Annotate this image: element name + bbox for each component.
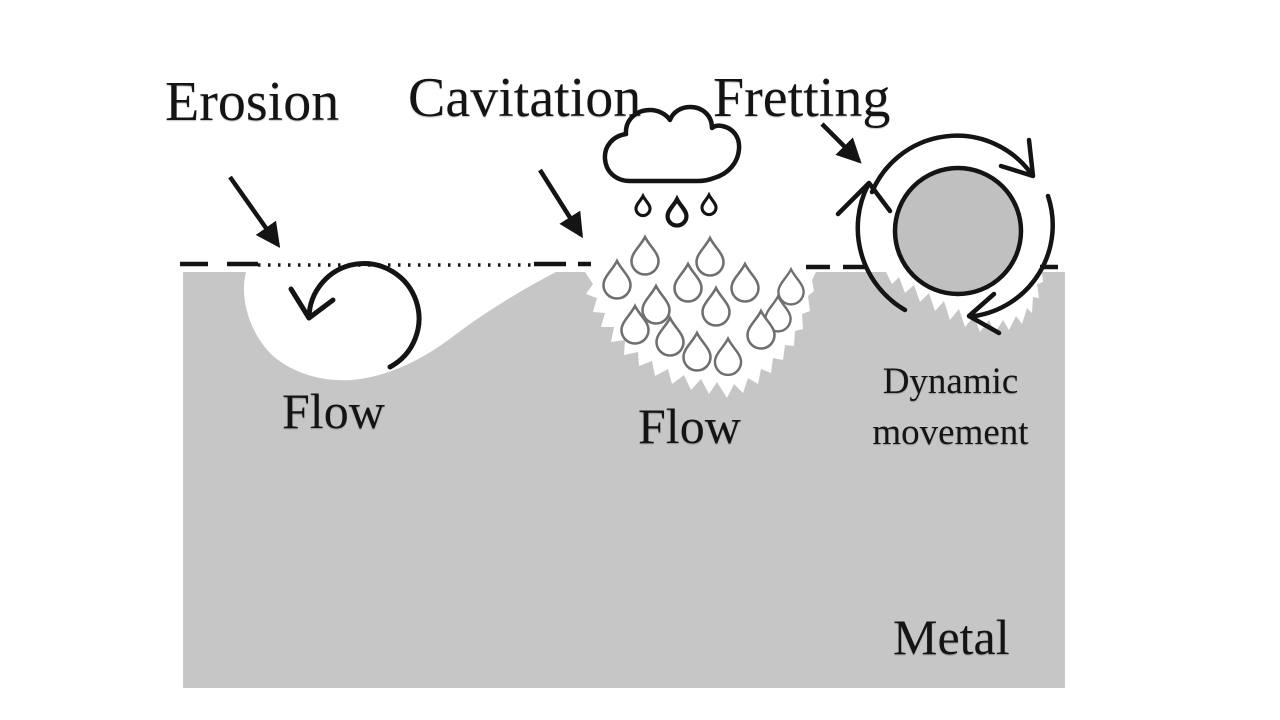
rain-droplets bbox=[634, 193, 718, 225]
droplet-icon bbox=[630, 235, 660, 276]
droplet-icon bbox=[634, 194, 652, 218]
erosion-label: Erosion bbox=[165, 71, 340, 133]
cloud-icon bbox=[602, 104, 742, 184]
fretting-ball bbox=[892, 165, 1024, 297]
metal-label: Metal bbox=[893, 609, 1010, 665]
pointer-arrow-icon bbox=[820, 122, 862, 164]
flow-label-erosion: Flow bbox=[282, 383, 385, 439]
vortex-arrow-icon bbox=[288, 261, 422, 370]
fretting-label: Fretting bbox=[713, 67, 891, 129]
surface-line bbox=[180, 261, 1058, 270]
droplet-icon bbox=[777, 268, 805, 306]
droplet-icon bbox=[730, 262, 760, 303]
flow-label-cavitation: Flow bbox=[638, 398, 741, 454]
droplet-icon bbox=[682, 331, 712, 372]
pointer-arrow-icon bbox=[538, 168, 583, 239]
droplet-icon bbox=[641, 284, 671, 325]
metal-block bbox=[183, 272, 1065, 688]
droplet-icon bbox=[695, 236, 725, 277]
rotation-arrows-icon bbox=[835, 133, 1055, 336]
droplet-icon bbox=[700, 193, 718, 217]
pointer-arrow-icon bbox=[228, 175, 281, 249]
dynamic-movement-label: Dynamic movement bbox=[872, 361, 1029, 454]
droplet-icon bbox=[668, 199, 687, 225]
droplet-icon bbox=[701, 286, 731, 327]
cavitation-label: Cavitation bbox=[408, 67, 642, 129]
droplet-icon bbox=[602, 259, 632, 300]
droplet-icon bbox=[713, 337, 743, 377]
